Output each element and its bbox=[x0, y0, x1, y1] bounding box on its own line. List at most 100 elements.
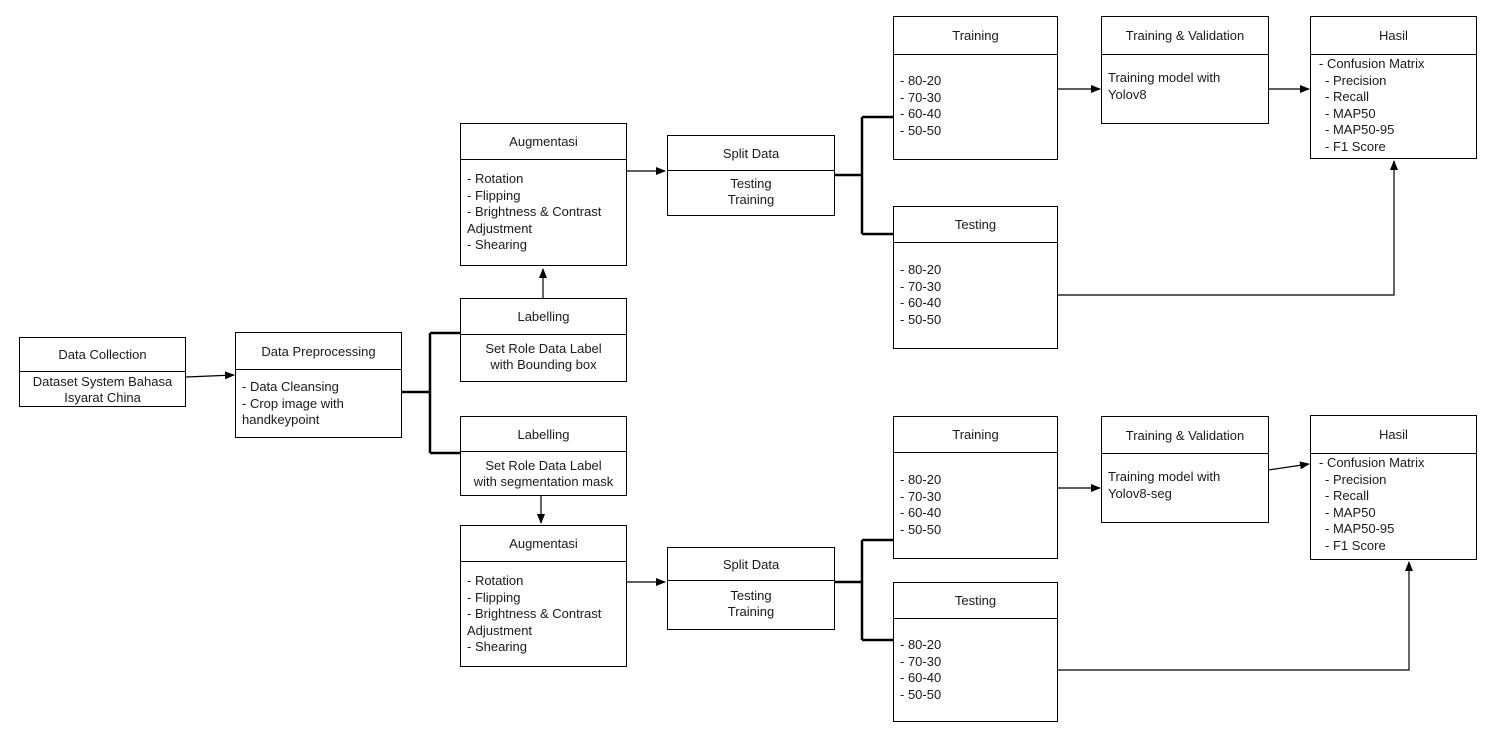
hasil-metric: - Precision bbox=[1325, 72, 1387, 88]
hasil-metric: - F1 Score bbox=[1325, 138, 1386, 154]
train-val-line: Yolov8-seg bbox=[1108, 485, 1172, 501]
labelling-line: Set Role Data Label bbox=[485, 341, 602, 356]
training-split-line: - 80-20 bbox=[900, 73, 942, 88]
labelling-box-top: Labelling Set Role Data Label with Bound… bbox=[460, 298, 627, 382]
data-collection-line: Isyarat China bbox=[64, 390, 141, 405]
split-data-body-top: Testing Training bbox=[668, 171, 834, 208]
testing-split-line: - 80-20 bbox=[900, 262, 942, 277]
train-val-line: Training model with bbox=[1108, 469, 1221, 484]
training-split-line: - 60-40 bbox=[900, 106, 942, 121]
train-val-line: Training model with bbox=[1108, 70, 1221, 85]
augmentasi-box-top: Augmentasi - Rotation - Flipping - Brigh… bbox=[460, 123, 627, 266]
testing-title-bottom: Testing bbox=[894, 583, 1057, 619]
labelling-body-top: Set Role Data Label with Bounding box bbox=[461, 335, 626, 373]
arrow-testing-to-hasil-bottom bbox=[1057, 561, 1413, 671]
training-split-line: - 70-30 bbox=[900, 488, 942, 504]
fork-preprocessing-to-labelling bbox=[401, 331, 460, 455]
testing-split-line: - 80-20 bbox=[900, 637, 942, 652]
split-data-title-top: Split Data bbox=[668, 136, 834, 171]
arrow-trainval-to-hasil-bottom bbox=[1267, 461, 1310, 471]
training-split-line: - 50-50 bbox=[900, 122, 942, 138]
train-val-body-top: Training model with Yolov8 bbox=[1102, 55, 1268, 103]
training-split-line: - 70-30 bbox=[900, 89, 942, 105]
augmentasi-line: - Brightness & Contrast bbox=[467, 204, 602, 219]
augmentasi-body-top: - Rotation - Flipping - Brightness & Con… bbox=[461, 160, 626, 254]
testing-split-line: - 70-30 bbox=[900, 653, 942, 669]
augmentasi-body-bottom: - Rotation - Flipping - Brightness & Con… bbox=[461, 562, 626, 656]
hasil-metric: - MAP50-95 bbox=[1325, 122, 1395, 137]
train-val-title-bottom: Training & Validation bbox=[1102, 417, 1268, 454]
testing-split-line: - 60-40 bbox=[900, 295, 942, 310]
arrow-collection-to-preprocessing bbox=[185, 371, 235, 380]
hasil-metric: - Precision bbox=[1325, 471, 1387, 487]
hasil-metric: - Confusion Matrix bbox=[1319, 56, 1425, 71]
data-preprocessing-body: - Data Cleansing - Crop image with handk… bbox=[236, 370, 401, 429]
training-split-line: - 80-20 bbox=[900, 472, 942, 487]
hasil-box-top: Hasil - Confusion Matrix - Precision - R… bbox=[1310, 16, 1477, 159]
split-data-box-top: Split Data Testing Training bbox=[667, 135, 835, 216]
hasil-box-bottom: Hasil - Confusion Matrix - Precision - R… bbox=[1310, 415, 1477, 560]
split-data-line: Testing bbox=[730, 176, 772, 191]
training-split-line: - 60-40 bbox=[900, 505, 942, 520]
labelling-line: Set Role Data Label bbox=[485, 458, 602, 473]
train-val-box-bottom: Training & Validation Training model wit… bbox=[1101, 416, 1269, 523]
training-body-bottom: - 80-20 - 70-30 - 60-40 - 50-50 bbox=[894, 453, 1057, 538]
hasil-metric: - Recall bbox=[1325, 89, 1370, 104]
testing-split-line: - 50-50 bbox=[900, 686, 942, 702]
labelling-title-top: Labelling bbox=[461, 299, 626, 335]
testing-split-line: - 50-50 bbox=[900, 311, 942, 327]
data-preprocessing-line: handkeypoint bbox=[242, 412, 320, 427]
hasil-metric: - Confusion Matrix bbox=[1319, 455, 1425, 470]
labelling-box-bottom: Labelling Set Role Data Label with segme… bbox=[460, 416, 627, 496]
augmentasi-box-bottom: Augmentasi - Rotation - Flipping - Brigh… bbox=[460, 525, 627, 667]
testing-split-line: - 70-30 bbox=[900, 278, 942, 294]
data-preprocessing-line: - Crop image with bbox=[242, 395, 344, 411]
testing-body-bottom: - 80-20 - 70-30 - 60-40 - 50-50 bbox=[894, 619, 1057, 703]
training-box-top: Training - 80-20 - 70-30 - 60-40 - 50-50 bbox=[893, 16, 1058, 160]
fork-split-top bbox=[834, 115, 893, 236]
hasil-metric: - F1 Score bbox=[1325, 537, 1386, 553]
testing-body-top: - 80-20 - 70-30 - 60-40 - 50-50 bbox=[894, 243, 1057, 328]
data-preprocessing-title: Data Preprocessing bbox=[236, 333, 401, 370]
augmentasi-line: - Shearing bbox=[467, 237, 527, 252]
hasil-metric: - MAP50 bbox=[1325, 105, 1376, 121]
data-collection-line: Dataset System Bahasa bbox=[32, 374, 173, 389]
train-val-title-top: Training & Validation bbox=[1102, 17, 1268, 55]
augmentasi-line: - Rotation bbox=[467, 171, 524, 186]
training-body-top: - 80-20 - 70-30 - 60-40 - 50-50 bbox=[894, 55, 1057, 139]
fork-split-bottom bbox=[834, 538, 893, 642]
training-box-bottom: Training - 80-20 - 70-30 - 60-40 - 50-50 bbox=[893, 416, 1058, 559]
augmentasi-line: - Rotation bbox=[467, 573, 524, 588]
augmentasi-line: - Flipping bbox=[467, 589, 521, 605]
data-collection-title: Data Collection bbox=[20, 338, 185, 372]
hasil-body-bottom: - Confusion Matrix - Precision - Recall … bbox=[1311, 454, 1476, 554]
training-split-line: - 50-50 bbox=[900, 521, 942, 537]
augmentasi-line: Adjustment bbox=[467, 622, 533, 638]
augmentasi-line: Adjustment bbox=[467, 220, 533, 236]
augmentasi-title-bottom: Augmentasi bbox=[461, 526, 626, 562]
training-title-bottom: Training bbox=[894, 417, 1057, 453]
augmentasi-line: - Brightness & Contrast bbox=[467, 606, 602, 621]
training-title-top: Training bbox=[894, 17, 1057, 55]
augmentasi-title-top: Augmentasi bbox=[461, 124, 626, 160]
train-val-body-bottom: Training model with Yolov8-seg bbox=[1102, 454, 1268, 502]
testing-box-top: Testing - 80-20 - 70-30 - 60-40 - 50-50 bbox=[893, 206, 1058, 349]
train-val-box-top: Training & Validation Training model wit… bbox=[1101, 16, 1269, 124]
data-preprocessing-box: Data Preprocessing - Data Cleansing - Cr… bbox=[235, 332, 402, 438]
arrow-testing-to-hasil-top bbox=[1057, 160, 1398, 296]
hasil-title-bottom: Hasil bbox=[1311, 416, 1476, 454]
split-data-title-bottom: Split Data bbox=[668, 548, 834, 581]
hasil-body-top: - Confusion Matrix - Precision - Recall … bbox=[1311, 55, 1476, 155]
split-data-box-bottom: Split Data Testing Training bbox=[667, 547, 835, 630]
split-data-line: Training bbox=[727, 604, 775, 619]
hasil-title-top: Hasil bbox=[1311, 17, 1476, 55]
hasil-metric: - MAP50-95 bbox=[1325, 521, 1395, 536]
augmentasi-line: - Flipping bbox=[467, 187, 521, 203]
data-collection-body: Dataset System Bahasa Isyarat China bbox=[20, 372, 185, 406]
testing-title-top: Testing bbox=[894, 207, 1057, 243]
split-data-line: Training bbox=[727, 192, 775, 207]
data-collection-box: Data Collection Dataset System Bahasa Is… bbox=[19, 337, 186, 407]
data-preprocessing-line: - Data Cleansing bbox=[242, 379, 339, 394]
